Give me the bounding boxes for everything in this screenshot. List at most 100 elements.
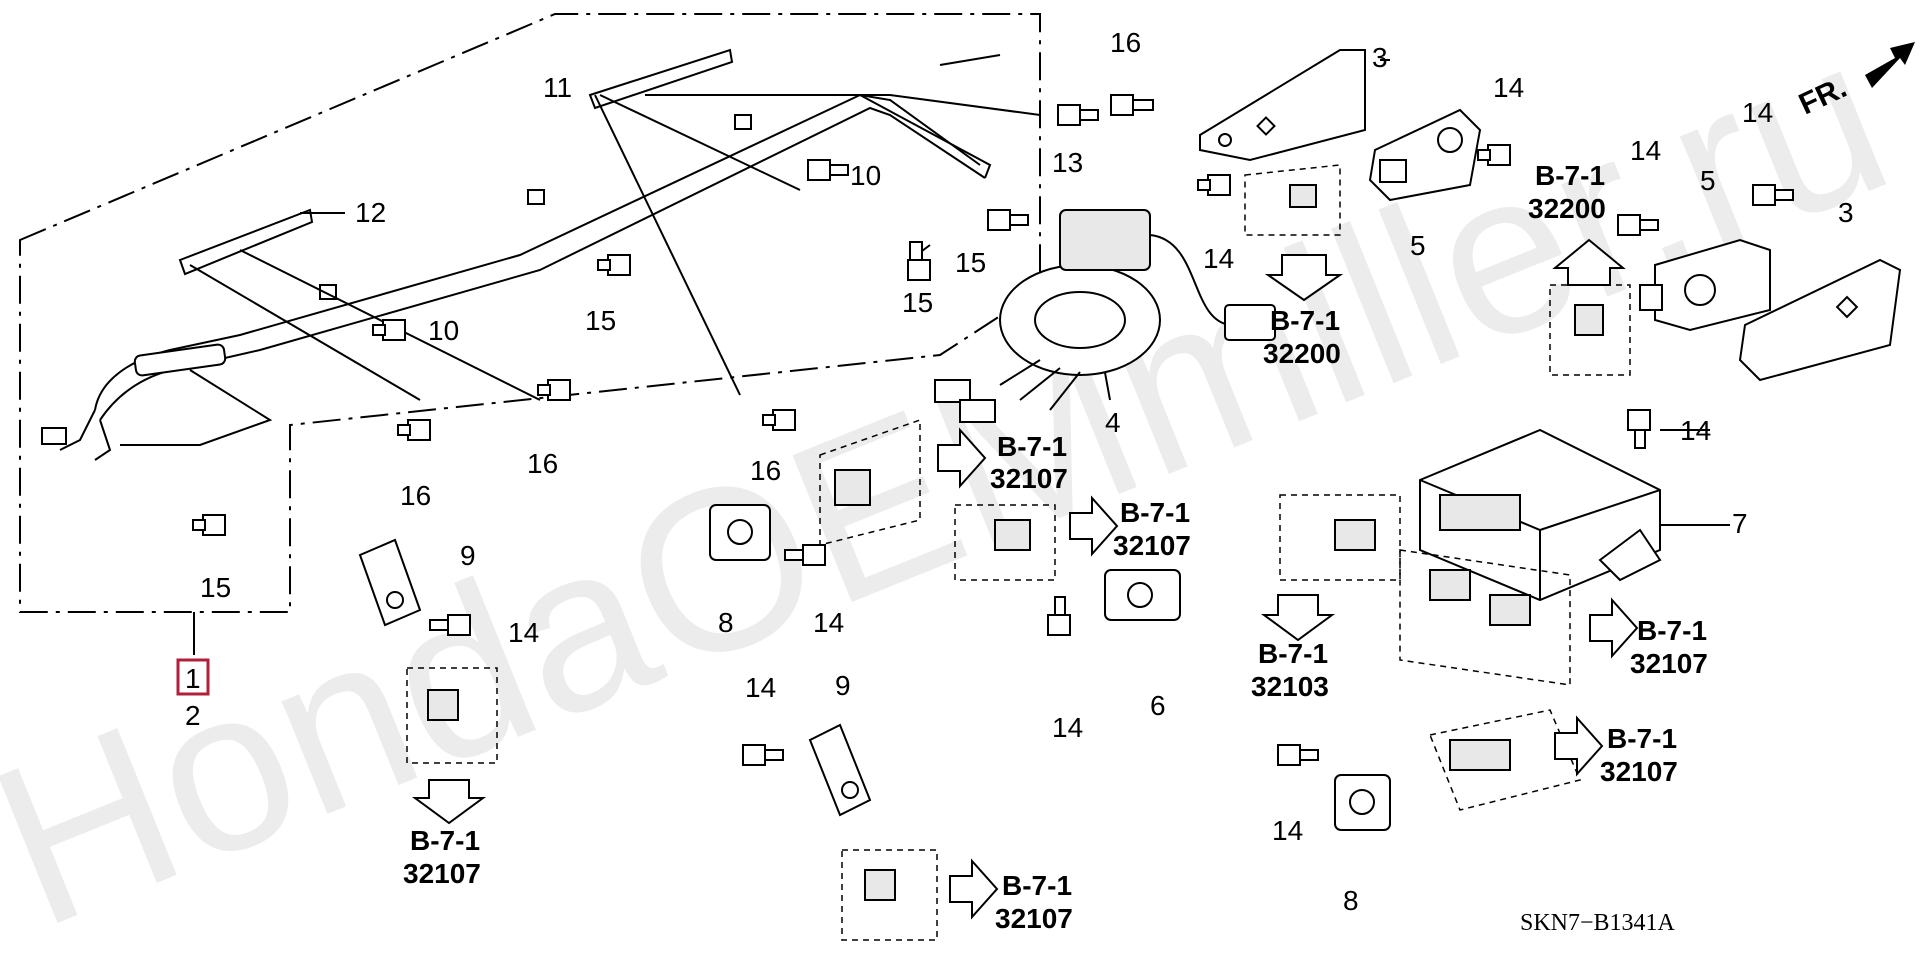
callout-14[interactable]: 14 (1272, 815, 1303, 846)
callout-9[interactable]: 9 (460, 540, 476, 571)
callout-15[interactable]: 15 (955, 247, 986, 278)
ref-code: 32107 (1600, 756, 1678, 787)
sensor-9-upper (358, 538, 422, 627)
callout-14[interactable]: 14 (1742, 97, 1773, 128)
bolt-icon (784, 544, 826, 566)
bolt-icon (1057, 104, 1099, 126)
callout-14[interactable]: 14 (1203, 243, 1234, 274)
sensor-9-lower (808, 723, 872, 817)
callout-6[interactable]: 6 (1150, 690, 1166, 721)
callout-2[interactable]: 2 (185, 700, 201, 731)
callout-10[interactable]: 10 (428, 315, 459, 346)
ref-code: 32107 (1630, 648, 1708, 679)
bolt-icon (1627, 409, 1651, 449)
callout-13[interactable]: 13 (1052, 147, 1083, 178)
callout-14[interactable]: 14 (745, 672, 776, 703)
srs-unit (1419, 428, 1662, 602)
bolt-icon (597, 254, 631, 276)
bolt-icon (1110, 94, 1154, 116)
callout-12[interactable]: 12 (355, 197, 386, 228)
bolt-icon (1277, 744, 1319, 766)
callout-14[interactable]: 14 (1680, 415, 1711, 446)
sensor-left (1368, 108, 1482, 202)
bolt-icon (1752, 184, 1794, 206)
callout-14[interactable]: 14 (1052, 712, 1083, 743)
ref-section: B-7-1 (1607, 723, 1677, 754)
callout-3[interactable]: 3 (1838, 197, 1854, 228)
callout-14[interactable]: 14 (1493, 72, 1524, 103)
bolts (192, 94, 1794, 766)
bracket-right (1738, 258, 1902, 382)
bolt-icon (742, 744, 784, 766)
callout-8[interactable]: 8 (1343, 885, 1359, 916)
reference-arrows (411, 238, 1639, 920)
harness-group-outline (19, 13, 1041, 613)
selected-part-highlight[interactable] (176, 658, 210, 696)
impact-sensor-upper (709, 504, 771, 561)
callout-4[interactable]: 4 (1105, 407, 1121, 438)
callout-3[interactable]: 3 (1372, 42, 1388, 73)
callout-7[interactable]: 7 (1732, 508, 1748, 539)
callout-15[interactable]: 15 (200, 572, 231, 603)
callout-10[interactable]: 10 (850, 160, 881, 191)
ref-section: B-7-1 (1270, 305, 1340, 336)
bolt-icon (1197, 174, 1231, 196)
ref-code: 32107 (990, 463, 1068, 494)
callout-15[interactable]: 15 (902, 287, 933, 318)
ref-section: B-7-1 (1002, 870, 1072, 901)
impact-sensor-lower (1334, 774, 1391, 831)
bolt-icon (762, 409, 796, 431)
ref-section: B-7-1 (410, 825, 480, 856)
callout-16[interactable]: 16 (1110, 27, 1141, 58)
callout-1[interactable]: 1 (185, 663, 201, 694)
ref-code: 32107 (1113, 530, 1191, 561)
callout-14[interactable]: 14 (1630, 135, 1661, 166)
diagram-code: SKN7−B1341A (1520, 910, 1676, 936)
callout-8[interactable]: 8 (718, 607, 734, 638)
callout-9[interactable]: 9 (835, 670, 851, 701)
ref-section: B-7-1 (1637, 615, 1707, 646)
ref-section: B-7-1 (1258, 638, 1328, 669)
callouts: 1 2 3 3 4 5 5 6 7 8 8 9 9 10 10 11 12 13… (185, 27, 1854, 916)
ref-code: 32103 (1251, 671, 1329, 702)
callout-14[interactable]: 14 (813, 607, 844, 638)
bolt-icon (807, 159, 849, 181)
ref-section: B-7-1 (1535, 160, 1605, 191)
ref-code: 32200 (1263, 338, 1341, 369)
callout-5[interactable]: 5 (1410, 230, 1426, 261)
sensor-right (1639, 238, 1771, 332)
leader-lines (189, 54, 1730, 655)
callout-16[interactable]: 16 (750, 455, 781, 486)
callout-15[interactable]: 15 (585, 305, 616, 336)
callout-16[interactable]: 16 (400, 480, 431, 511)
callout-16[interactable]: 16 (527, 448, 558, 479)
side-sensor (1104, 569, 1181, 621)
bolt-icon (429, 614, 471, 636)
ref-section: B-7-1 (1120, 497, 1190, 528)
bolt-icon (372, 319, 406, 341)
bolt-icon (1617, 214, 1659, 236)
connector-detail-boxes (406, 164, 1631, 941)
callout-14[interactable]: 14 (508, 617, 539, 648)
bolt-icon (537, 379, 571, 401)
front-arrow-icon (1865, 42, 1915, 88)
sub-harness (41, 48, 992, 461)
callout-5[interactable]: 5 (1700, 165, 1716, 196)
cable-reel (934, 209, 1276, 423)
bolt-icon (1477, 144, 1511, 166)
callout-11[interactable]: 11 (543, 72, 572, 103)
bracket-left (1199, 49, 1366, 162)
bolt-icon (1047, 596, 1071, 636)
ref-code: 32107 (403, 858, 481, 889)
